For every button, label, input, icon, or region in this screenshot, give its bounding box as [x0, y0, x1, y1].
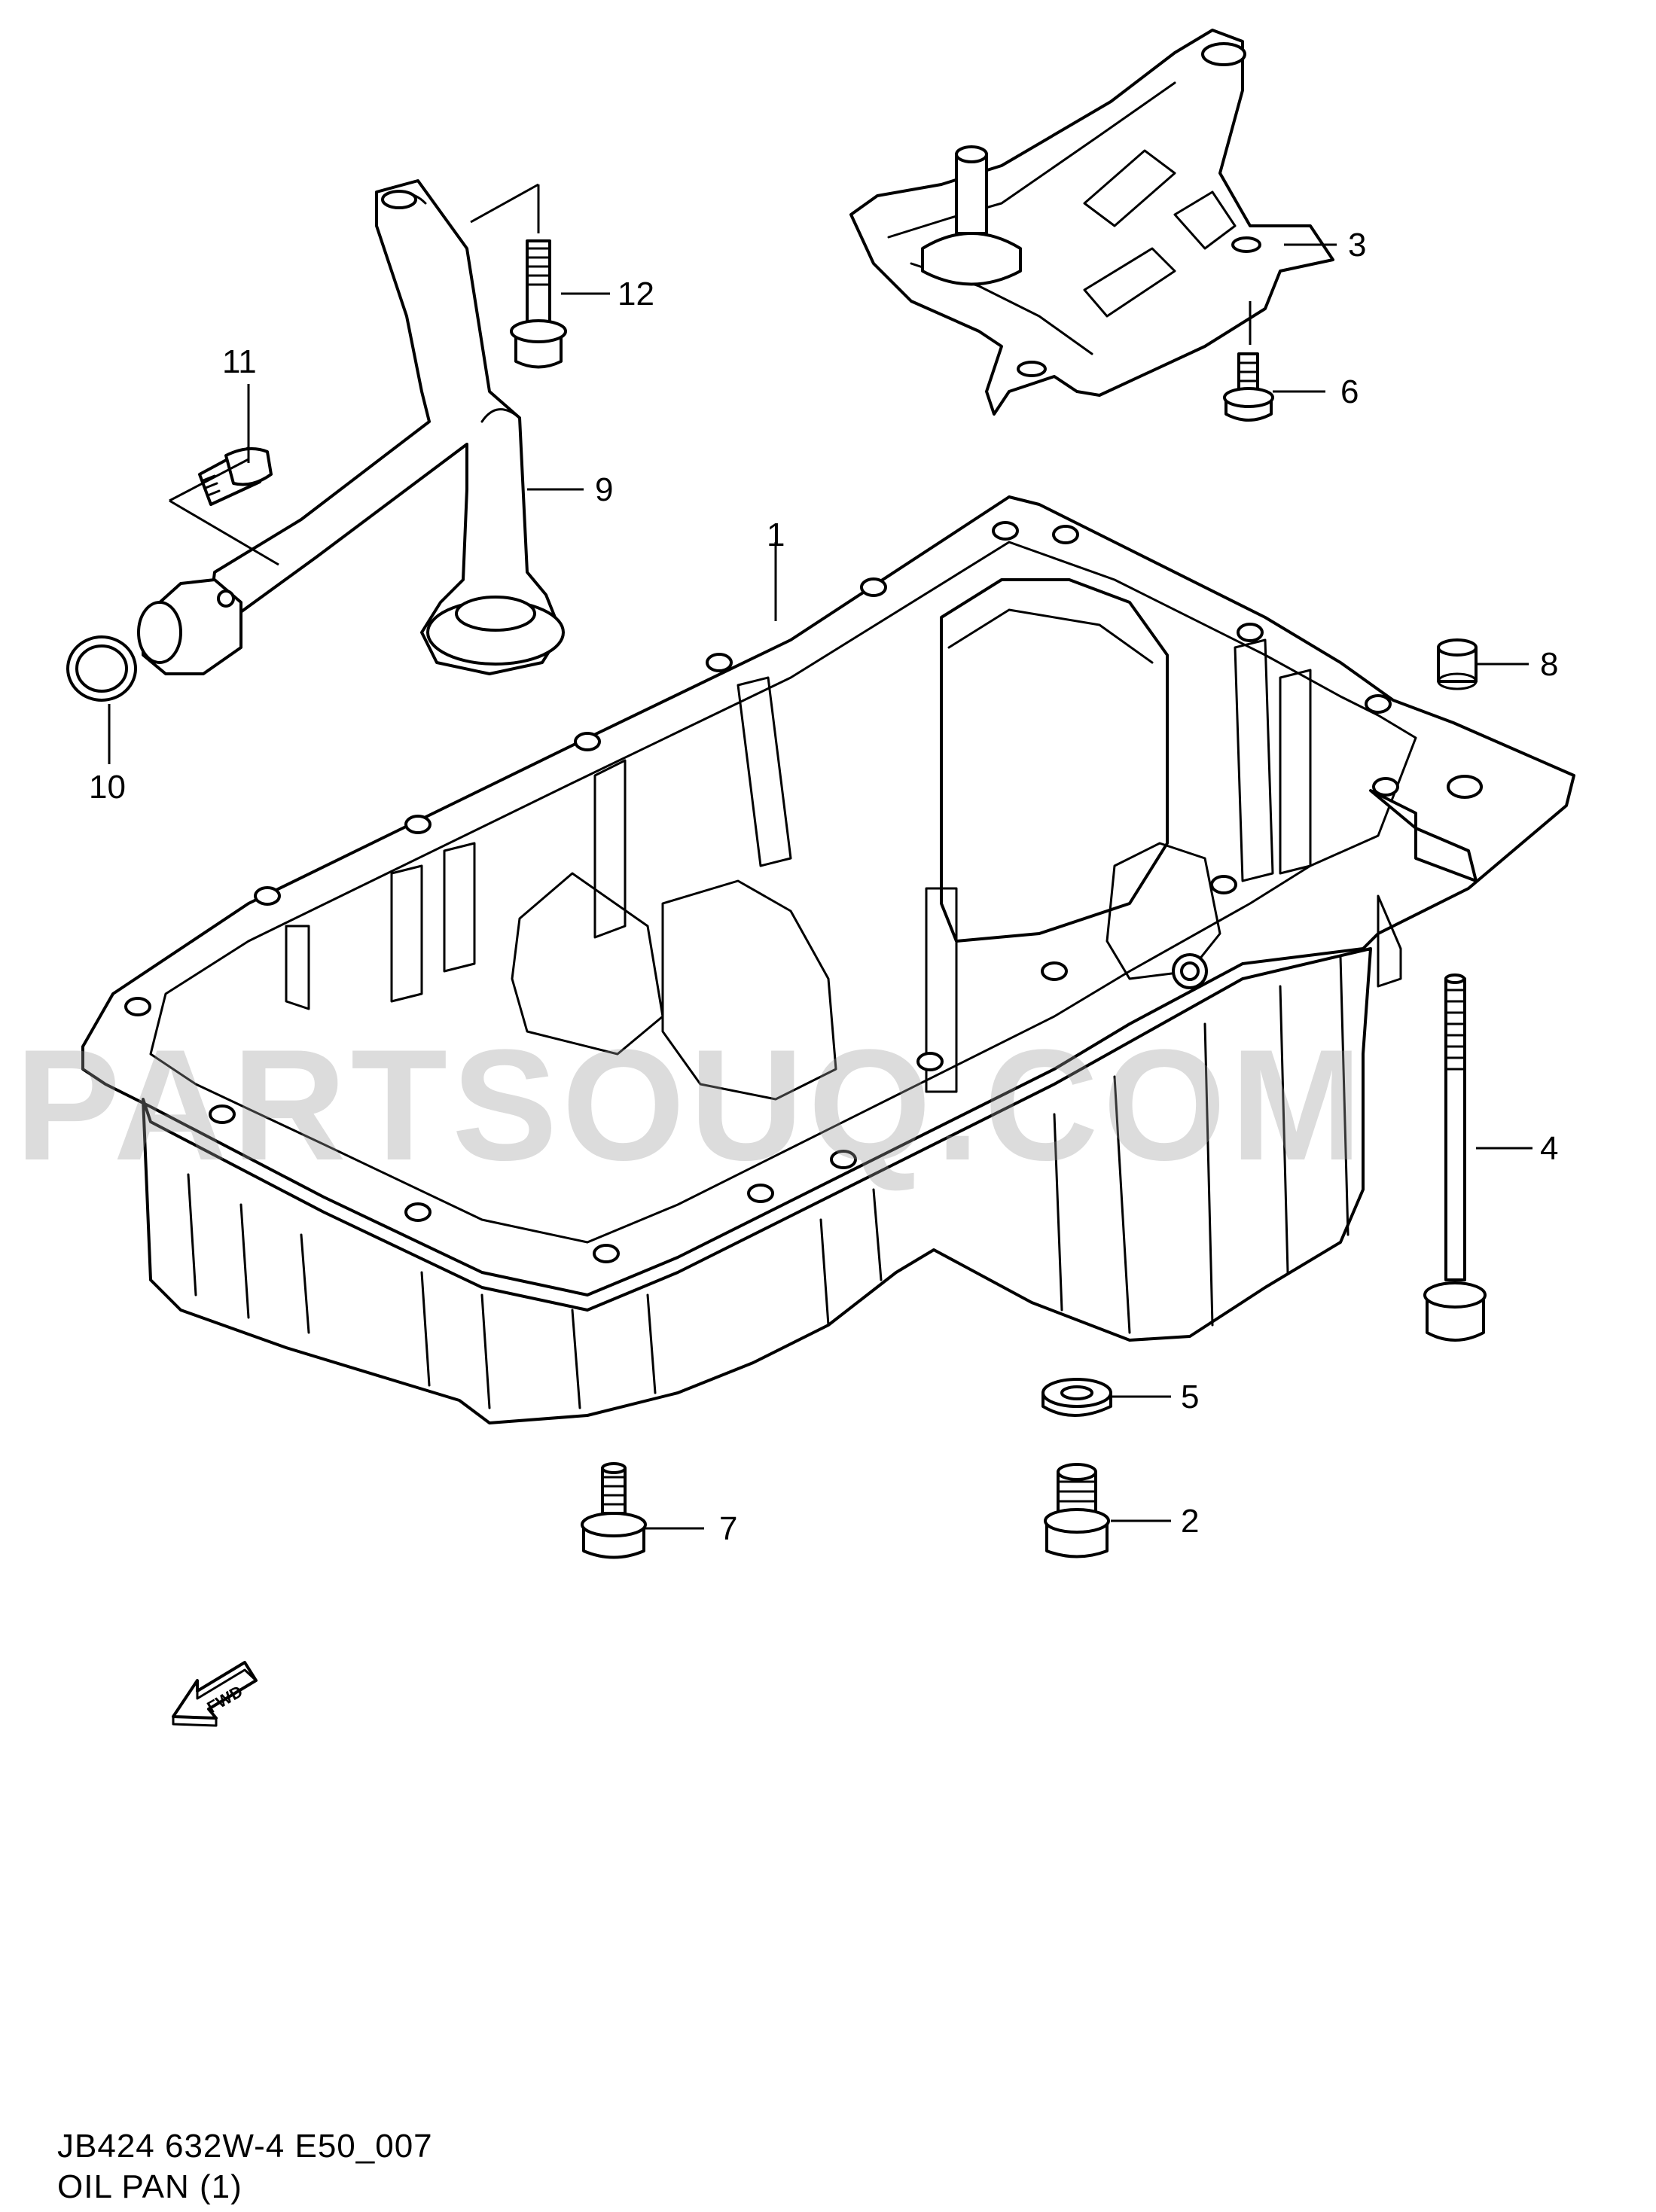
- callout-7[interactable]: 7: [719, 1510, 737, 1547]
- part-11-bolt[interactable]: [198, 446, 273, 506]
- callout-11[interactable]: 11: [222, 343, 257, 380]
- callout-12[interactable]: 12: [618, 276, 654, 312]
- diagram-code: JB424 632W-4 E50_007: [57, 2128, 433, 2165]
- part-8-sleeve[interactable]: [1437, 638, 1478, 690]
- pan-bolt-holes: [124, 521, 1483, 1263]
- leader-lines: [108, 183, 1532, 1530]
- diagram-title: OIL PAN (1): [57, 2168, 242, 2205]
- callout-3[interactable]: 3: [1348, 227, 1366, 264]
- callout-labels: 1 2 3 4 5 6 7 8 9 10 11 12: [89, 227, 1558, 1547]
- part-4-bolt[interactable]: [1423, 973, 1487, 1342]
- callout-1[interactable]: 1: [767, 516, 785, 553]
- watermark: PARTSOUQ.COM: [15, 1016, 1367, 1193]
- part-10-o-ring[interactable]: [66, 635, 137, 702]
- part-5-washer[interactable]: [1041, 1378, 1112, 1417]
- fwd-arrow-icon: FWD: [172, 1661, 258, 1727]
- callout-4[interactable]: 4: [1540, 1130, 1558, 1167]
- callout-9[interactable]: 9: [595, 471, 613, 508]
- callout-2[interactable]: 2: [1181, 1503, 1199, 1540]
- callout-8[interactable]: 8: [1540, 646, 1558, 683]
- part-9-oil-strainer[interactable]: [137, 179, 565, 675]
- part-1-oil-pan[interactable]: [81, 495, 1575, 1424]
- callout-6[interactable]: 6: [1340, 373, 1359, 410]
- part-3-bracket[interactable]: [849, 29, 1334, 416]
- part-2-drain-plug[interactable]: [1044, 1463, 1110, 1558]
- callout-10[interactable]: 10: [89, 769, 126, 806]
- callout-5[interactable]: 5: [1181, 1379, 1199, 1415]
- part-7-bolt[interactable]: [581, 1462, 647, 1559]
- part-6-bolt[interactable]: [1223, 352, 1274, 422]
- part-12-bolt[interactable]: [510, 239, 567, 369]
